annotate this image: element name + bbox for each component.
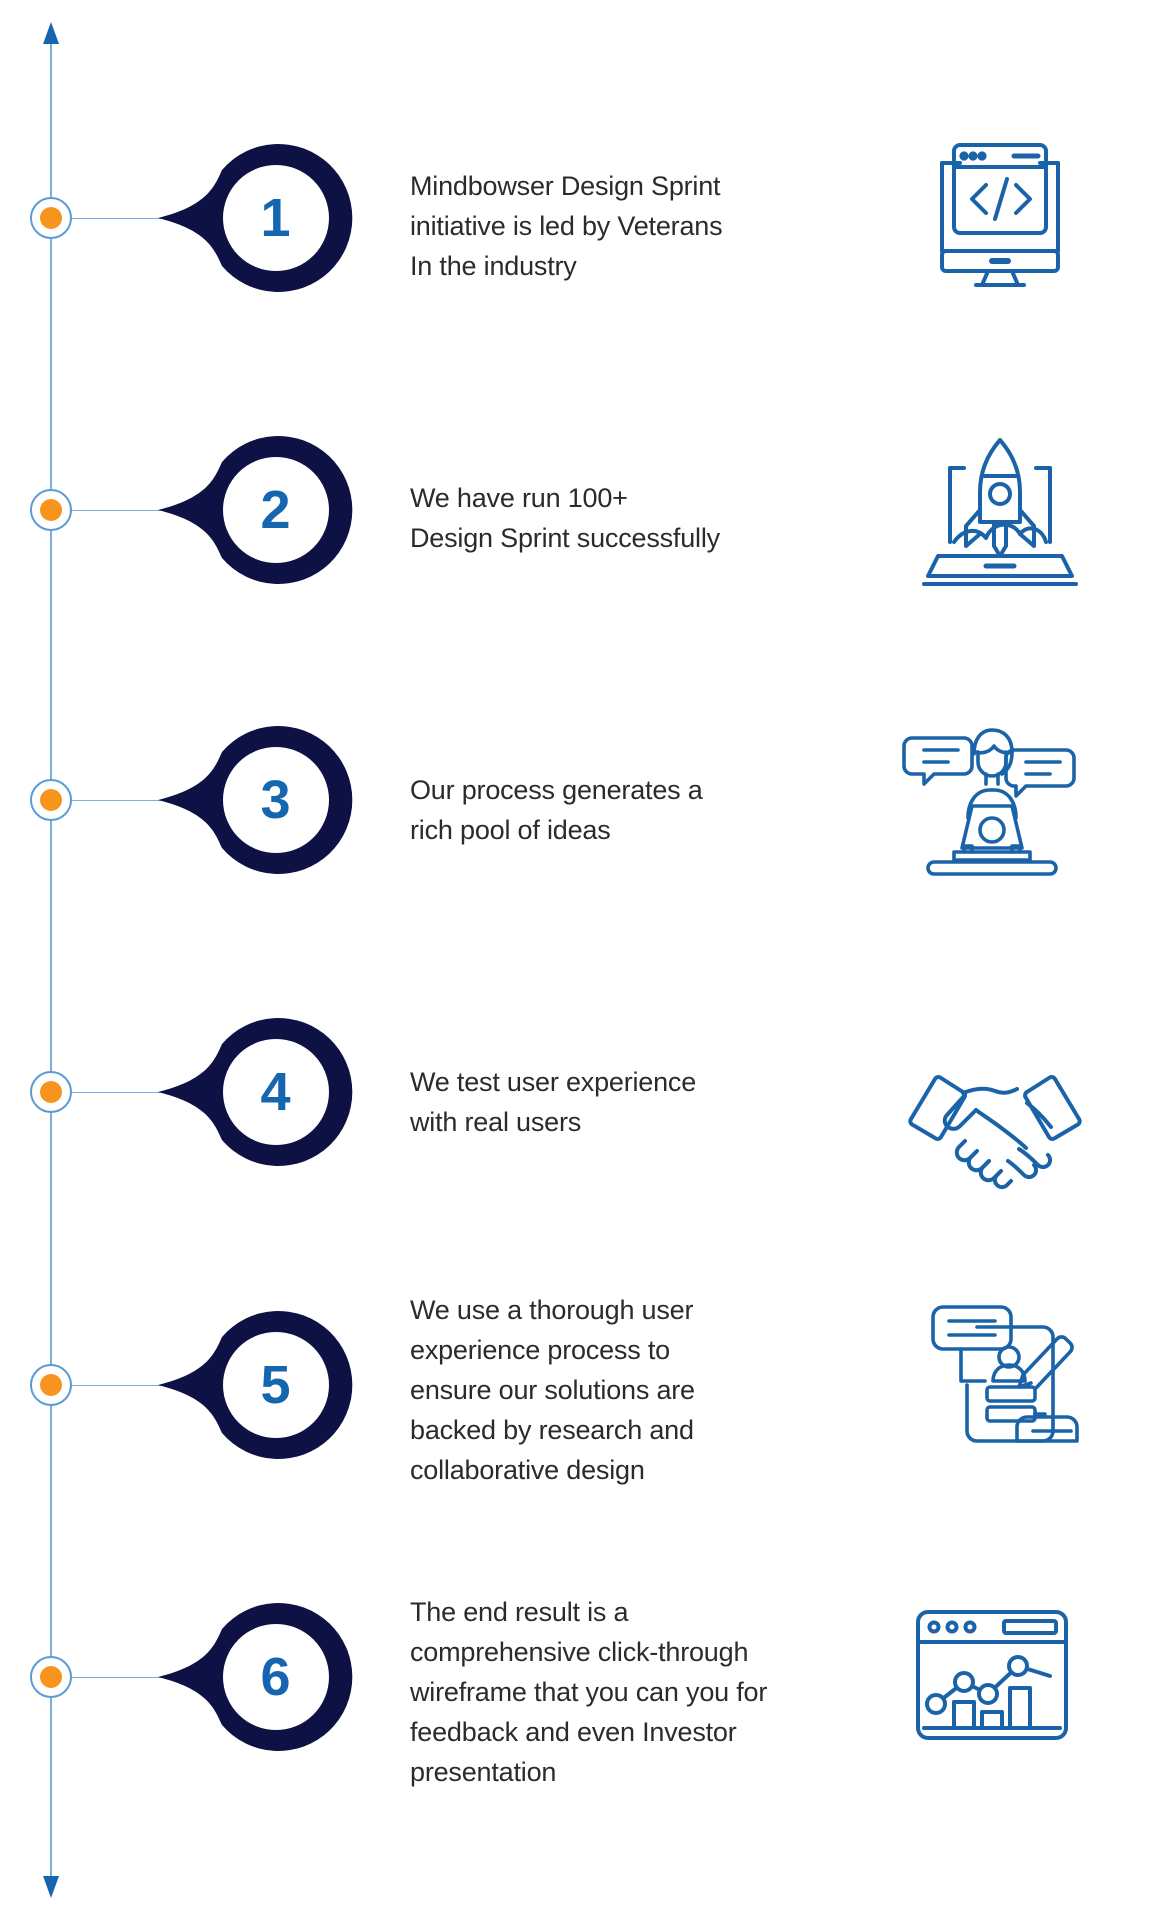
timeline-node-6[interactable] [28, 1654, 74, 1700]
pin-shape-6 [158, 1603, 353, 1751]
pin-shape-3 [158, 726, 353, 874]
timeline-node-5[interactable] [28, 1362, 74, 1408]
person-laptop-chat-icon [900, 718, 1080, 878]
step-pin-2[interactable]: 2 [158, 422, 358, 598]
step-pin-4[interactable]: 4 [158, 1004, 358, 1180]
step-connector-1 [62, 218, 182, 219]
step-number-5: 5 [260, 1355, 290, 1415]
step-connector-3 [62, 800, 182, 801]
code-monitor-icon [910, 135, 1090, 295]
step-number-4: 4 [260, 1062, 290, 1122]
timeline-axis [43, 22, 59, 1898]
step-description-5: We use a thorough user experience proces… [410, 1295, 695, 1485]
step-pin-3[interactable]: 3 [158, 712, 358, 888]
step-number-1: 1 [260, 188, 290, 248]
step-description-2: We have run 100+ Design Sprint successfu… [410, 483, 720, 553]
pin-shape-4 [158, 1018, 353, 1166]
step-connector-5 [62, 1385, 182, 1386]
step-pin-5[interactable]: 5 [158, 1297, 358, 1473]
step-description-6: The end result is a comprehensive click-… [410, 1597, 768, 1787]
wireframe-design-icon [905, 1285, 1085, 1445]
step-pin-1[interactable]: 1 [158, 130, 358, 306]
pin-shape-1 [158, 144, 353, 292]
step-description-3: Our process generates a rich pool of ide… [410, 775, 703, 845]
timeline-node-3[interactable] [28, 777, 74, 823]
timeline-node-4[interactable] [28, 1069, 74, 1115]
analytics-browser-icon [900, 1590, 1080, 1750]
step-number-2: 2 [260, 480, 290, 540]
step-connector-6 [62, 1677, 182, 1678]
step-description-4: We test user experience with real users [410, 1067, 697, 1137]
pin-shape-5 [158, 1311, 353, 1459]
step-number-6: 6 [260, 1647, 290, 1707]
handshake-icon [905, 1045, 1085, 1205]
pin-shape-2 [158, 436, 353, 584]
step-pin-6[interactable]: 6 [158, 1589, 358, 1765]
step-connector-2 [62, 510, 182, 511]
step-description-1: Mindbowser Design Sprint initiative is l… [410, 171, 723, 281]
timeline-node-1[interactable] [28, 195, 74, 241]
rocket-laptop-icon [910, 432, 1090, 592]
step-connector-4 [62, 1092, 182, 1093]
step-number-3: 3 [260, 770, 290, 830]
timeline-node-2[interactable] [28, 487, 74, 533]
